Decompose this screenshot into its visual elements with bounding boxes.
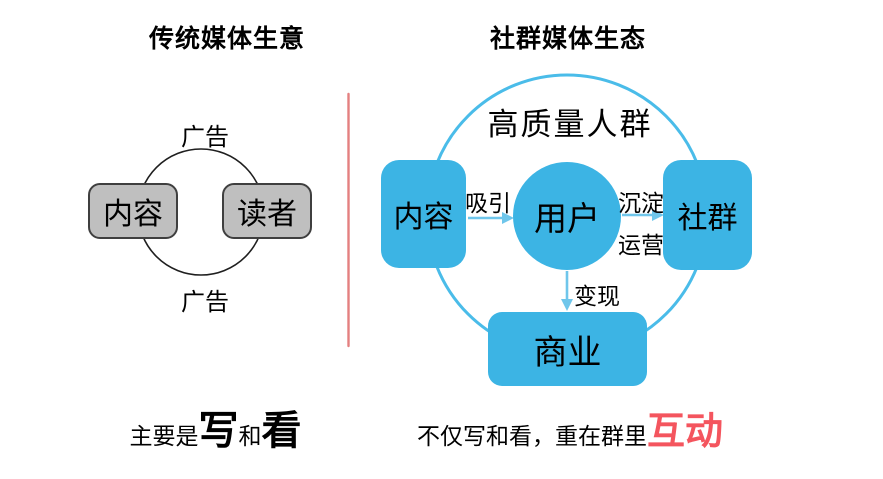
node-business: 商业 xyxy=(488,312,647,386)
node-reader-label: 读者 xyxy=(237,198,297,231)
monetize-arrowhead xyxy=(561,299,573,311)
left-caption-emphasis-write: 写 xyxy=(198,409,239,453)
edge-label-attract: 吸引 xyxy=(465,191,511,216)
left-caption-emphasis-read: 看 xyxy=(261,409,302,453)
ring-label: 高质量人群 xyxy=(487,107,653,142)
right-caption: 不仅写和看，重在群里互动 xyxy=(417,413,737,451)
right-caption-emphasis-interact: 互动 xyxy=(647,411,724,453)
node-content-left-label: 内容 xyxy=(103,198,163,231)
node-user: 用户 xyxy=(513,162,621,270)
left-caption-connector: 和 xyxy=(238,424,262,449)
attract-arrowhead xyxy=(502,212,514,224)
edge-label-operate: 运营 xyxy=(618,233,664,258)
right-panel-title: 社群媒体生态 xyxy=(489,26,646,53)
node-community-label: 社群 xyxy=(677,202,738,235)
node-content-right: 内容 xyxy=(381,160,466,268)
edge-label-monetize: 变现 xyxy=(574,284,620,309)
edge-label-settle: 沉淀 xyxy=(618,191,664,216)
left-panel-title: 传统媒体生意 xyxy=(148,26,305,53)
node-reader: 读者 xyxy=(222,183,312,239)
node-content-right-label: 内容 xyxy=(393,201,454,234)
ad-label-top: 广告 xyxy=(181,125,229,151)
ad-label-bottom: 广告 xyxy=(181,290,229,316)
right-caption-prefix: 不仅写和看，重在群里 xyxy=(417,424,647,449)
left-caption: 主要是写和看 xyxy=(103,411,328,451)
node-business-label: 商业 xyxy=(533,334,602,372)
node-content-left: 内容 xyxy=(88,183,178,239)
settle-arrowhead xyxy=(652,209,664,221)
left-caption-prefix: 主要是 xyxy=(129,424,199,449)
node-user-label: 用户 xyxy=(534,202,600,238)
node-community: 社群 xyxy=(663,160,752,270)
